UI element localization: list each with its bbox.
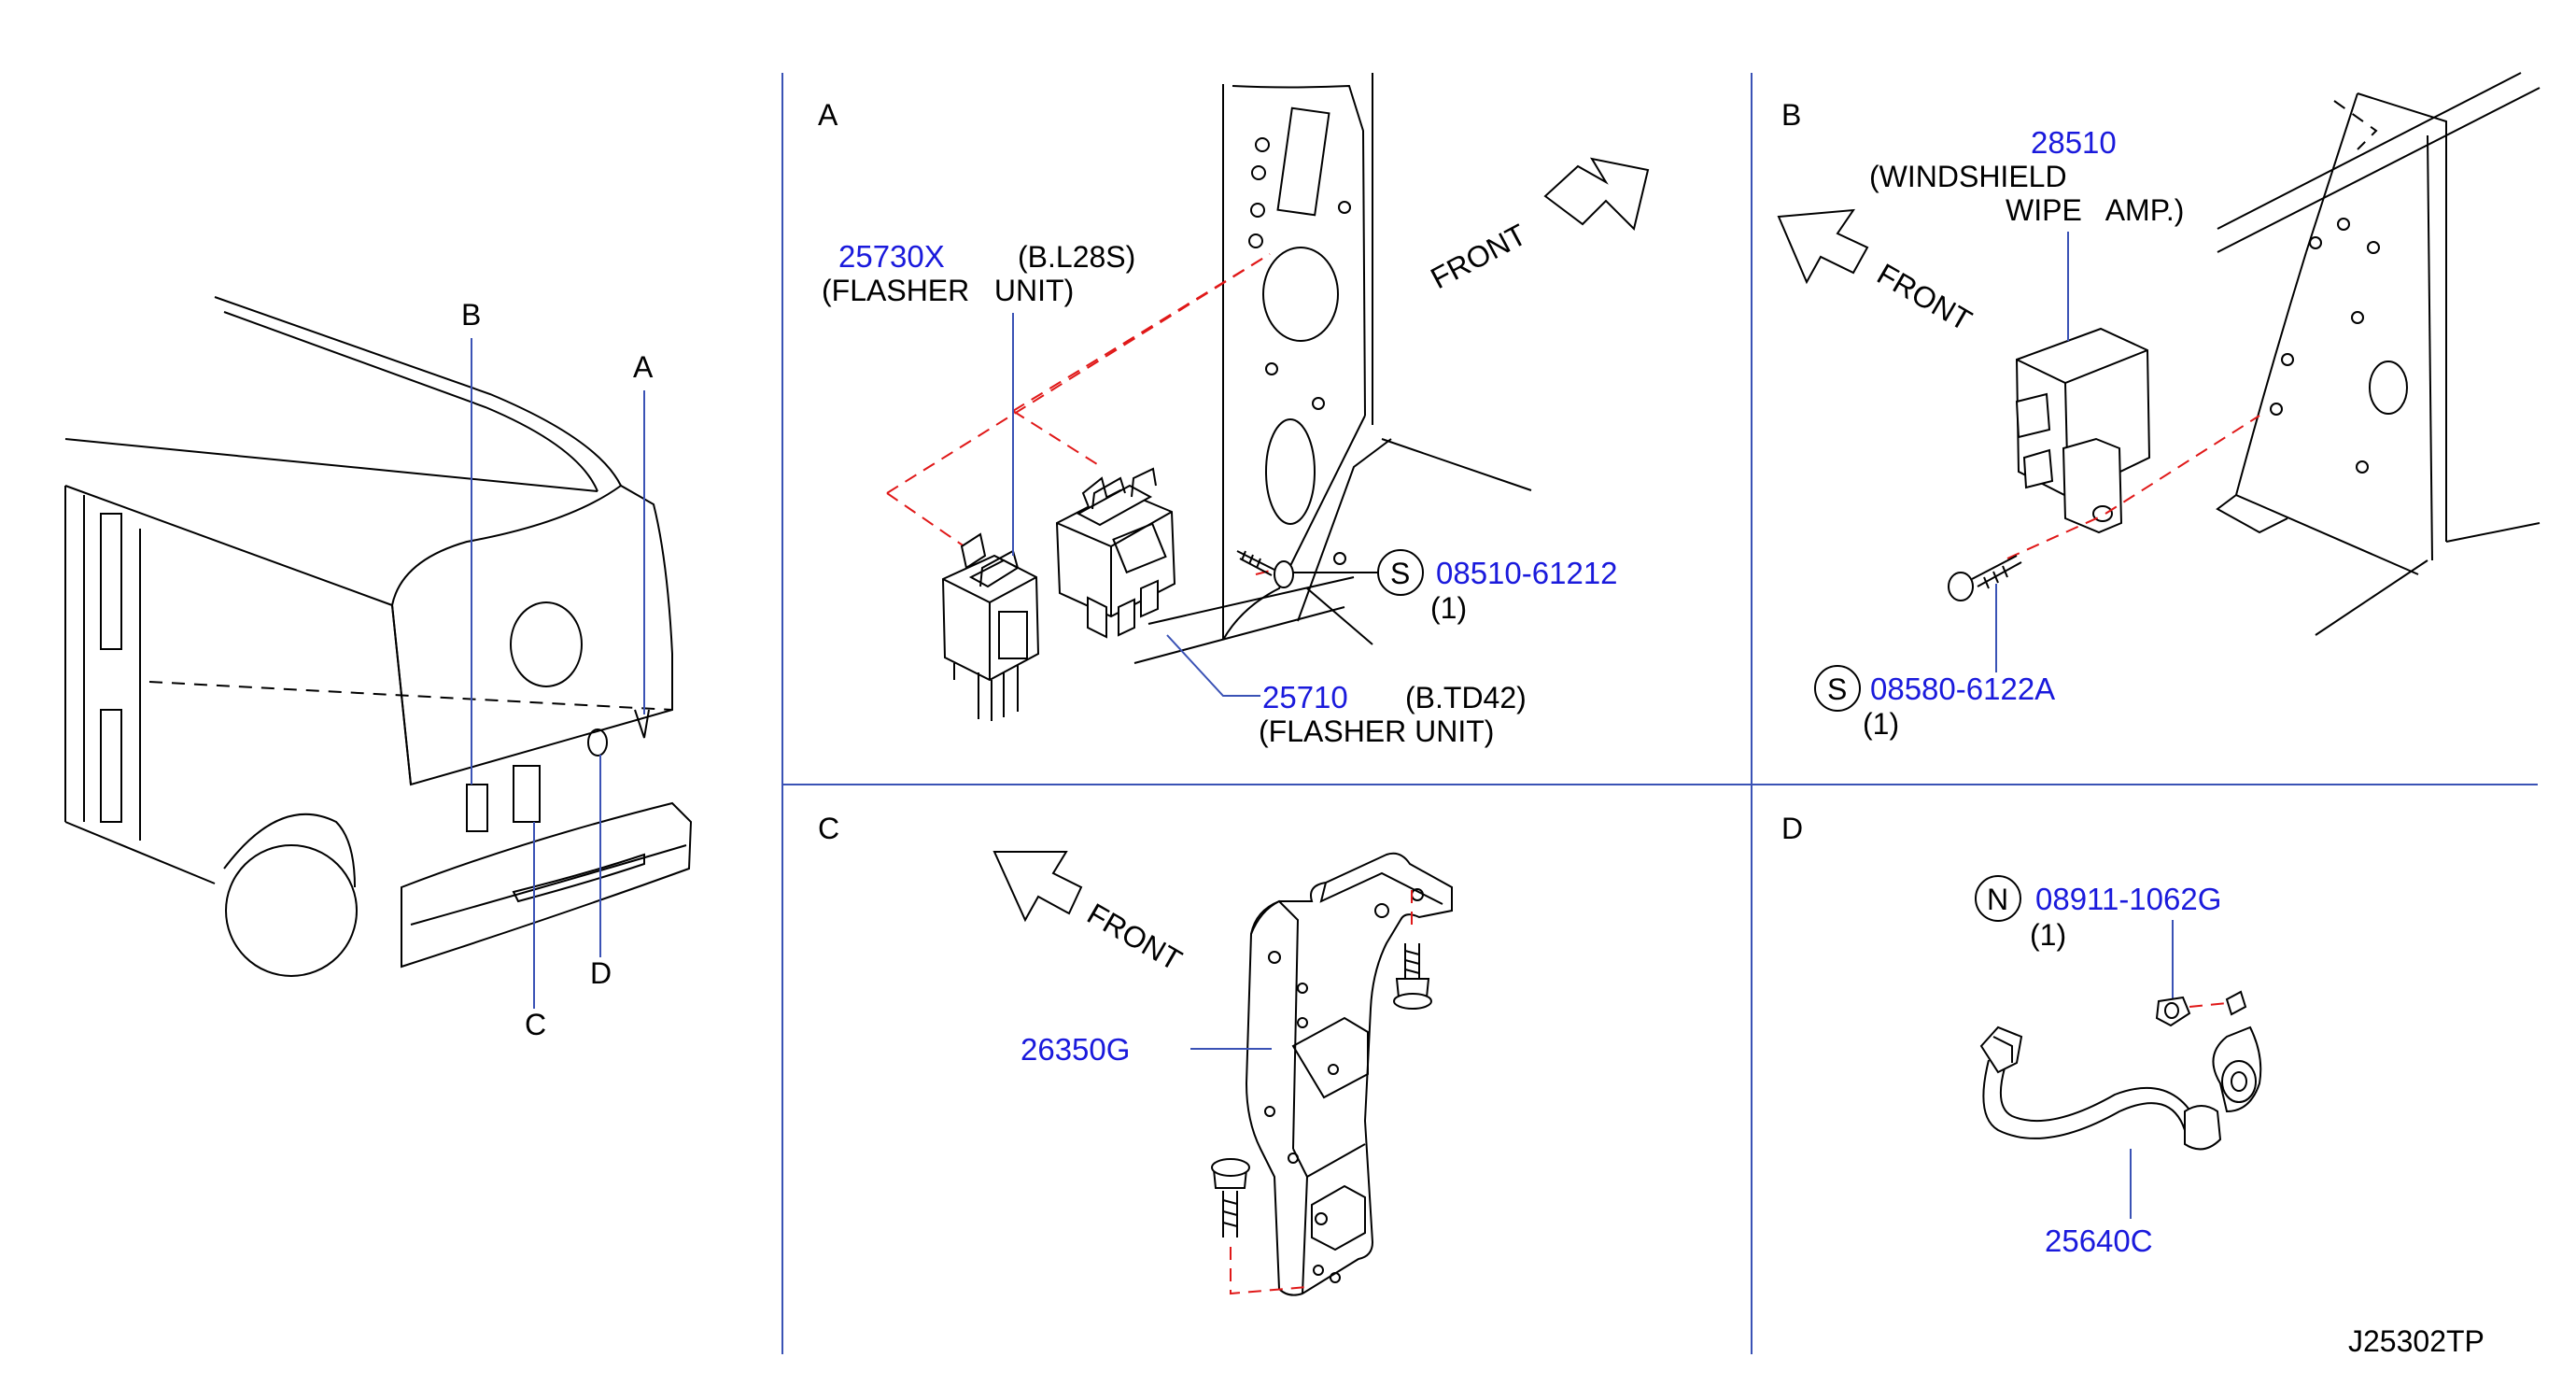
harness-25640c-illustration [1979,1025,2262,1151]
panel-c-part1-number: 26350G [1021,1032,1130,1067]
panel-b-front-label: FRONT [1872,257,1978,337]
wiper-amp-28510-illustration [2015,327,2151,534]
panel-d-label: D [1781,812,1803,845]
panel-a-part1-number: 25730X [838,239,945,274]
overview-callout-c: C [525,1008,546,1041]
panel-d-hidden-line [2189,1002,2228,1008]
panel-grid [781,73,2538,1354]
panel-b-part1-number: 28510 [2031,125,2117,160]
panel-a-screw-qty: (1) [1430,591,1467,625]
panel-d-nut-qty: (1) [2030,918,2066,952]
panel-a-front-label: FRONT [1425,218,1531,296]
panel-a-leaders [1012,313,1424,697]
panel-b-screw-qty: (1) [1863,707,1899,741]
panel-a-label: A [818,98,838,132]
panel-a-part2-number: 25710 [1262,680,1348,714]
panel-a-part1-name: (FLASHER UNIT) [822,274,1074,307]
panel-b-front-arrow [1777,208,1869,285]
panel-d-nut-symbol: N [1987,883,2008,916]
panel-a-part2-name: (FLASHER UNIT) [1259,714,1494,748]
flasher-unit-25710-illustration [1055,467,1176,639]
panel-b-part1-name-line1: (WINDSHIELD [1869,160,2067,193]
overview-callout-b: B [461,298,481,332]
overview-callout-d: D [590,956,612,990]
panel-c-label: C [818,812,839,845]
panel-d-part1-number: 25640C [2045,1223,2153,1258]
flasher-unit-25730x-illustration [941,532,1040,721]
panel-c-bolts-illustration [1211,943,1432,1238]
vehicle-overview [64,296,693,1009]
panel-c-hidden-line-2 [1230,1247,1308,1295]
panel-a-screw-illustration [1236,550,1294,588]
panel-b-screw-number: 08580-6122A [1870,672,2055,706]
panel-a-screw-number: 08510-61212 [1436,556,1618,590]
panel-b-leaders [1814,232,2069,712]
overview-callout-a: A [633,350,654,384]
panel-b-hidden-line-2 [2006,515,2104,559]
panel-c-front-arrow [992,851,1083,923]
panel-a-part2-variant: (B.TD42) [1405,681,1527,714]
panel-a-part1-variant: (B.L28S) [1018,240,1135,274]
panel-b-screw-illustration [1948,555,2022,601]
panel-d-nut-leader [1975,875,2174,999]
panel-c-front-label: FRONT [1082,897,1188,977]
panel-b-part1-name-line2: WIPE AMP.) [2006,193,2184,227]
bracket-26350g-illustration [1245,852,1453,1296]
panel-a-front-arrow [1543,157,1650,231]
panel-d-nut-illustration [2155,990,2247,1027]
panel-b-screw-symbol: S [1827,672,1847,706]
panel-a-frame-drawing [1133,73,1532,664]
panel-b-hidden-line [2104,415,2260,515]
panel-a-screw-symbol: S [1390,557,1410,590]
diagram-id: J25302TP [2348,1324,2485,1358]
panel-d-nut-number: 08911-1062G [2035,882,2221,916]
panel-b-frame-drawing [2216,72,2541,636]
panel-b-label: B [1781,98,1801,132]
